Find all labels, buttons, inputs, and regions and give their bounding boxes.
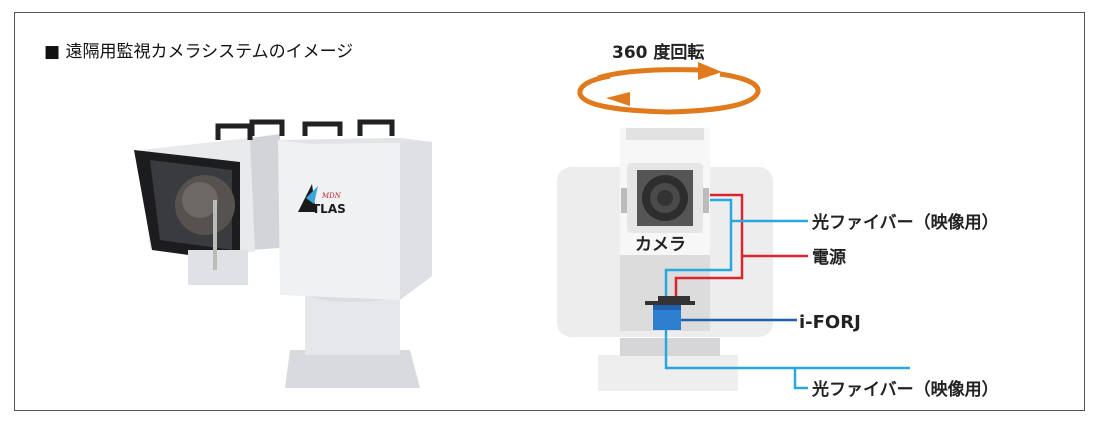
unit-body — [557, 128, 773, 391]
fiber-branch-bottom — [793, 368, 808, 390]
camera-label: カメラ — [635, 235, 686, 255]
label-fiber-top: 光ファイバー（映像用） — [811, 212, 999, 233]
rotation-arrows — [577, 62, 761, 115]
pan-tilt-housing — [278, 138, 432, 300]
label-fiber-bottom: 光ファイバー（映像用） — [811, 379, 999, 400]
fiber-line-bottom — [664, 330, 910, 370]
rotation-arc-back — [597, 67, 701, 81]
figure-frame — [14, 12, 1085, 411]
svg-text:MDN: MDN — [321, 192, 342, 200]
svg-text:TLAS: TLAS — [312, 202, 346, 216]
fiber-line-top — [664, 198, 733, 300]
wiring — [664, 193, 910, 390]
power-line — [674, 193, 744, 300]
label-power: 電源 — [812, 247, 846, 268]
rotation-arc-front — [577, 71, 761, 115]
arrow-head-right-icon — [698, 62, 722, 80]
label-iforj: i-FORJ — [799, 312, 861, 333]
rotation-label: 360 度回転 — [612, 42, 704, 63]
arrow-head-left-icon — [606, 92, 630, 106]
camera-base-plate — [285, 350, 420, 388]
figure-title: ■ 遠隔用監視カメラシステムのイメージ — [44, 42, 354, 62]
iforj-connector — [645, 296, 695, 330]
camera-photo: TLAS MDN — [134, 119, 432, 388]
